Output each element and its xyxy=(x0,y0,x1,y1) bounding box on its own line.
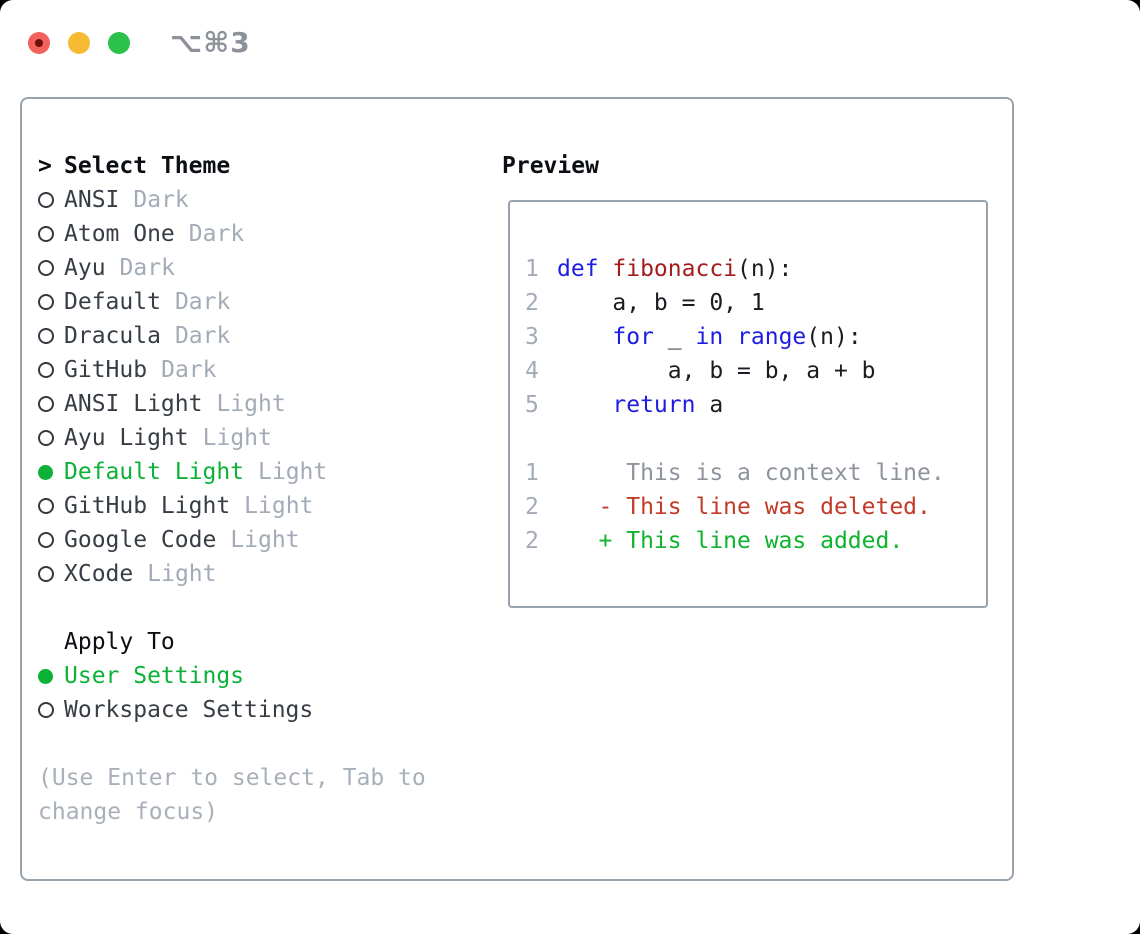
close-button[interactable] xyxy=(28,31,50,54)
diff-added-line: 2 + This line was added. xyxy=(525,528,904,554)
theme-option-ayu-light[interactable]: Ayu Light Light xyxy=(38,421,478,455)
titlebar: ⌥⌘3 xyxy=(28,26,251,59)
radio-selected-icon xyxy=(38,464,53,480)
preview-header: Preview xyxy=(502,149,988,183)
radio-unselected-icon xyxy=(38,362,54,378)
line-number: 2 xyxy=(525,290,539,316)
theme-option-dracula-dark[interactable]: Dracula Dark xyxy=(38,319,478,353)
spacer xyxy=(525,422,972,456)
radio-unselected-icon xyxy=(38,328,54,344)
zoom-button[interactable] xyxy=(108,31,130,54)
radio-unselected-icon xyxy=(38,498,54,514)
select-theme-title: Select Theme xyxy=(64,153,231,179)
theme-variant-badge: Dark xyxy=(188,221,245,247)
radio-unselected-icon xyxy=(38,532,54,548)
radio-unselected-icon xyxy=(38,702,54,718)
theme-variant-badge: Dark xyxy=(133,187,189,213)
preview-title: Preview xyxy=(502,153,599,179)
theme-option-default-dark[interactable]: Default Dark xyxy=(38,285,478,319)
theme-variant-badge: Light xyxy=(202,425,272,451)
line-number: 4 xyxy=(525,358,539,384)
theme-option-github-dark[interactable]: GitHub Dark xyxy=(38,353,478,387)
apply-option-workspace-settings[interactable]: Workspace Settings xyxy=(38,693,478,727)
theme-variant-badge: Light xyxy=(216,391,286,417)
line-number: 1 xyxy=(525,460,539,486)
theme-variant-badge: Dark xyxy=(174,323,231,349)
theme-option-atom-one-dark[interactable]: Atom One Dark xyxy=(38,217,478,251)
theme-variant-badge: Dark xyxy=(119,255,175,281)
keyboard-hint-text: (Use Enter to select, Tab to change focu… xyxy=(38,765,426,825)
radio-unselected-icon xyxy=(38,430,54,446)
line-number: 1 xyxy=(525,256,539,282)
theme-list-column: > Select Theme ANSI Dark Atom One Dark A… xyxy=(38,149,478,829)
theme-picker-panel: > Select Theme ANSI Dark Atom One Dark A… xyxy=(20,97,1014,881)
theme-variant-badge: Dark xyxy=(161,357,217,383)
line-number: 2 xyxy=(525,528,539,554)
diff-context-line: 1 This is a context line. xyxy=(525,460,945,486)
theme-option-xcode-light[interactable]: XCode Light xyxy=(38,557,478,591)
theme-option-ansi-dark[interactable]: ANSI Dark xyxy=(38,183,478,217)
theme-option-google-code-light[interactable]: Google Code Light xyxy=(38,523,478,557)
radio-unselected-icon xyxy=(38,566,54,582)
code-line: 4 a, b = b, a + b xyxy=(525,358,876,384)
line-number: 5 xyxy=(525,392,539,418)
theme-variant-badge: Light xyxy=(244,493,314,519)
radio-unselected-icon xyxy=(38,192,54,208)
apply-option-user-settings[interactable]: User Settings xyxy=(38,659,478,693)
select-theme-header: > Select Theme xyxy=(38,149,478,183)
radio-unselected-icon xyxy=(38,226,54,242)
apply-to-title: Apply To xyxy=(64,629,175,655)
line-number: 2 xyxy=(525,494,539,520)
diff-deleted-line: 2 - This line was deleted. xyxy=(525,494,931,520)
radio-selected-icon xyxy=(38,668,53,684)
theme-option-default-light[interactable]: Default Light Light xyxy=(38,455,478,489)
line-number: 3 xyxy=(525,324,539,350)
minimize-button[interactable] xyxy=(68,31,90,54)
theme-variant-badge: Light xyxy=(147,561,217,587)
theme-option-github-light[interactable]: GitHub Light Light xyxy=(38,489,478,523)
radio-unselected-icon xyxy=(38,396,54,412)
code-line: 3 for _ in range(n): xyxy=(525,324,862,350)
prompt-caret-icon: > xyxy=(38,153,52,179)
radio-unselected-icon xyxy=(38,294,54,310)
theme-variant-badge: Light xyxy=(230,527,300,553)
spacer xyxy=(38,591,478,625)
code-line: 2 a, b = 0, 1 xyxy=(525,290,765,316)
theme-variant-badge: Light xyxy=(258,459,328,485)
spacer xyxy=(38,727,478,761)
theme-option-ansi-light[interactable]: ANSI Light Light xyxy=(38,387,478,421)
window-shortcut-label: ⌥⌘3 xyxy=(170,26,251,59)
apply-to-header: Apply To xyxy=(38,625,478,659)
theme-option-ayu-dark[interactable]: Ayu Dark xyxy=(38,251,478,285)
code-line: 5 return a xyxy=(525,392,724,418)
theme-variant-badge: Dark xyxy=(174,289,231,315)
radio-unselected-icon xyxy=(38,260,54,276)
